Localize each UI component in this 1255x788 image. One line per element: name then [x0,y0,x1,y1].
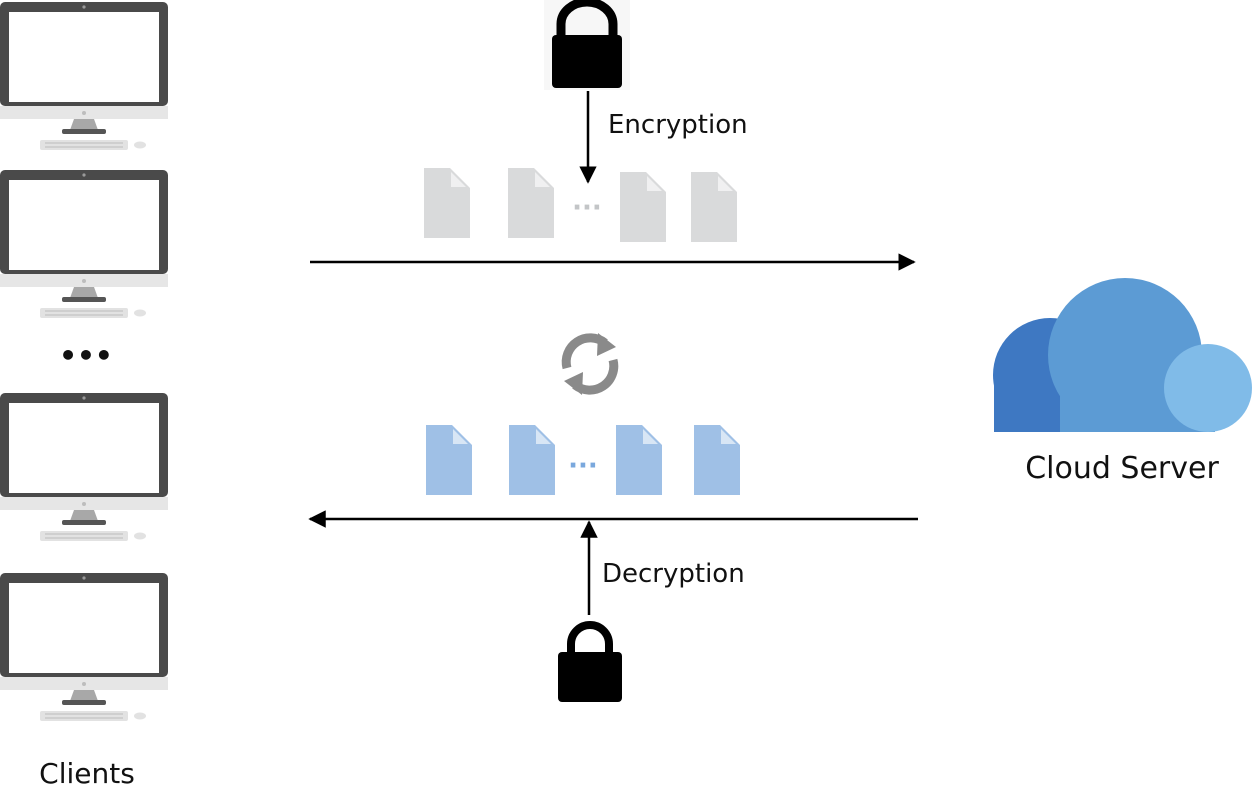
document-icon [424,168,470,238]
encrypted-documents: ··· [424,168,737,242]
decryption-label: Decryption [602,559,745,589]
document-icon [509,425,555,495]
document-icon [694,425,740,495]
encryption-label: Encryption [608,110,748,140]
cloud-icon [993,278,1252,432]
clients-ellipsis: ••• [59,339,113,372]
computer-monitor-icon [0,2,168,150]
lock-icon [544,0,630,90]
document-icon [691,172,737,242]
clients-group: ••• Clients [0,2,168,788]
computer-monitor-icon [0,393,168,541]
unlocked-lock-icon [558,621,622,702]
clients-label: Clients [39,757,135,788]
encrypted-docs-ellipsis: ··· [572,193,602,223]
computer-monitor-icon [0,573,168,721]
sync-icon [561,333,619,395]
decrypted-docs-ellipsis: ··· [568,451,598,481]
document-icon [620,172,666,242]
computer-monitor-icon [0,170,168,318]
document-icon [426,425,472,495]
document-icon [616,425,662,495]
document-icon [508,168,554,238]
decrypted-documents: ··· [426,425,740,495]
cloud-server-label: Cloud Server [1025,451,1219,486]
